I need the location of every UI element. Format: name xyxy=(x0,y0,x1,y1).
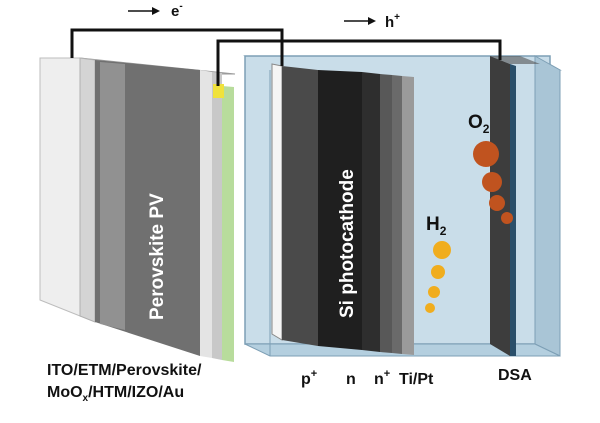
dsa-plate-top xyxy=(490,56,540,64)
n-label: n xyxy=(346,371,356,388)
o2-bubbles xyxy=(473,141,513,224)
cathode-p-plus-layer xyxy=(282,66,318,346)
pv-back-layer xyxy=(212,72,222,360)
cathode-glass-edge xyxy=(271,63,283,341)
h2-bubble xyxy=(431,265,445,279)
pv-au-contact-layer xyxy=(222,86,234,362)
pv-ito-layer xyxy=(39,57,81,317)
dsa-plate-edge xyxy=(510,64,516,356)
pv-contact-pad xyxy=(213,84,224,98)
dsa-label: DSA xyxy=(498,367,532,384)
cathode-ti-pt-layer xyxy=(402,76,414,355)
external-circuit xyxy=(70,28,502,86)
stack-label-line2: MoOx/HTM/IZO/Au xyxy=(47,384,184,404)
n-plus-label: n+ xyxy=(374,368,390,388)
stack-label-line1: ITO/ETM/Perovskite/ xyxy=(47,362,202,379)
o2-label: O2 xyxy=(468,112,490,136)
h2-bubbles xyxy=(425,241,451,313)
cathode-dark-stripe xyxy=(380,74,392,353)
h2-label: H2 xyxy=(426,214,447,238)
perovskite-pv-module: Perovskite PV xyxy=(39,57,236,362)
photocathode-label: Si photocathode xyxy=(337,169,358,318)
electron-label: e- xyxy=(171,1,183,20)
si-photocathode: Si photocathode xyxy=(271,63,414,355)
p-plus-label: p+ xyxy=(301,368,317,388)
electron-wire xyxy=(70,28,284,66)
ti-pt-label: Ti/Pt xyxy=(399,371,434,388)
pv-etm-layer xyxy=(79,57,96,323)
o2-bubble xyxy=(473,141,499,167)
h2-bubble xyxy=(425,303,435,313)
hole-wire xyxy=(216,39,502,86)
electron-arrow xyxy=(128,7,160,15)
pv-device-label: Perovskite PV xyxy=(147,193,168,320)
tank-side-face xyxy=(534,55,561,357)
o2-bubble xyxy=(489,195,505,211)
pv-htm-layer xyxy=(100,62,125,330)
o2-bubble xyxy=(501,212,513,224)
cathode-stripe-2 xyxy=(392,75,402,354)
pv-izo-layer xyxy=(200,70,212,358)
h2-bubble xyxy=(433,241,451,259)
cathode-n-layer xyxy=(318,70,362,350)
h2-bubble xyxy=(428,286,440,298)
hole-arrow xyxy=(344,17,376,25)
hole-label: h+ xyxy=(385,12,400,31)
o2-bubble xyxy=(482,172,502,192)
cathode-n-plus-layer xyxy=(362,72,380,352)
